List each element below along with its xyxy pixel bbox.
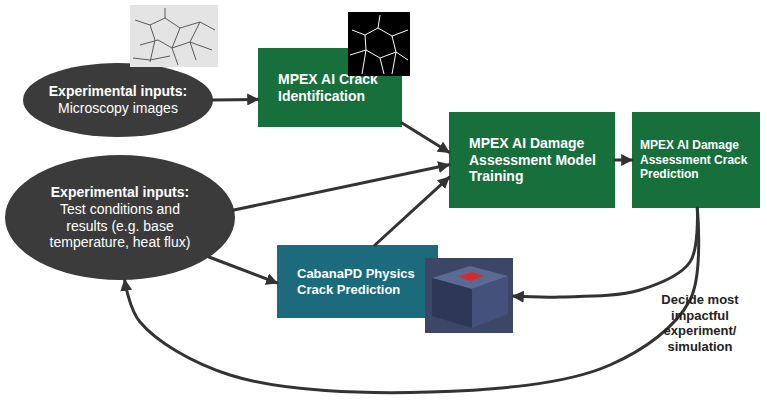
mask-crack-lines — [350, 15, 408, 74]
node-heading: MPEX AI Damage Assessment Model Training — [469, 135, 607, 185]
node-heading: MPEX AI Crack Identification — [278, 71, 394, 105]
node-heading: Experimental inputs: — [33, 83, 203, 100]
flow-arrow — [615, 159, 632, 162]
node-heading: MPEX AI Damage Assessment Crack Predicti… — [640, 138, 756, 181]
cube-left-face — [432, 278, 472, 328]
edge-label: Decide most impactful experiment/ simula… — [650, 292, 750, 354]
node-heading: CabanaPD Physics Crack Prediction — [297, 266, 430, 297]
cube-hot-spot — [458, 272, 484, 281]
process-box: MPEX AI Crack Identification — [258, 48, 402, 127]
microscopy-image — [130, 5, 218, 67]
mask-background — [348, 12, 410, 76]
input-ellipse: Experimental inputs:Microscopy images — [23, 63, 213, 137]
simulation-cube-image — [425, 258, 513, 333]
node-body: Microscopy images — [33, 100, 203, 117]
node-heading: Experimental inputs: — [40, 184, 200, 201]
process-box: MPEX AI Damage Assessment Crack Predicti… — [632, 112, 760, 208]
cube-top-face — [432, 266, 508, 289]
cube-right-face — [472, 276, 508, 328]
microscopy-background — [130, 5, 218, 67]
ellipse-fill — [23, 63, 213, 137]
process-box: MPEX AI Damage Assessment Model Training — [449, 112, 615, 208]
input-ellipse: Experimental inputs:Test conditions and … — [5, 155, 235, 280]
node-body: Test conditions and results (e.g. base t… — [40, 201, 200, 251]
flow-arrow — [375, 177, 449, 245]
flow-arrow — [513, 208, 697, 297]
render-background — [425, 258, 513, 333]
flow-arrow — [402, 123, 449, 152]
flow-arrow — [209, 257, 277, 283]
flow-arrow — [234, 165, 449, 210]
crack-mask-image — [348, 12, 410, 76]
crack-lines — [133, 8, 215, 65]
flow-arrow — [125, 208, 699, 393]
flow-arrow — [213, 98, 258, 102]
ellipse-fill — [5, 155, 235, 280]
simulation-box: CabanaPD Physics Crack Prediction — [277, 245, 513, 318]
